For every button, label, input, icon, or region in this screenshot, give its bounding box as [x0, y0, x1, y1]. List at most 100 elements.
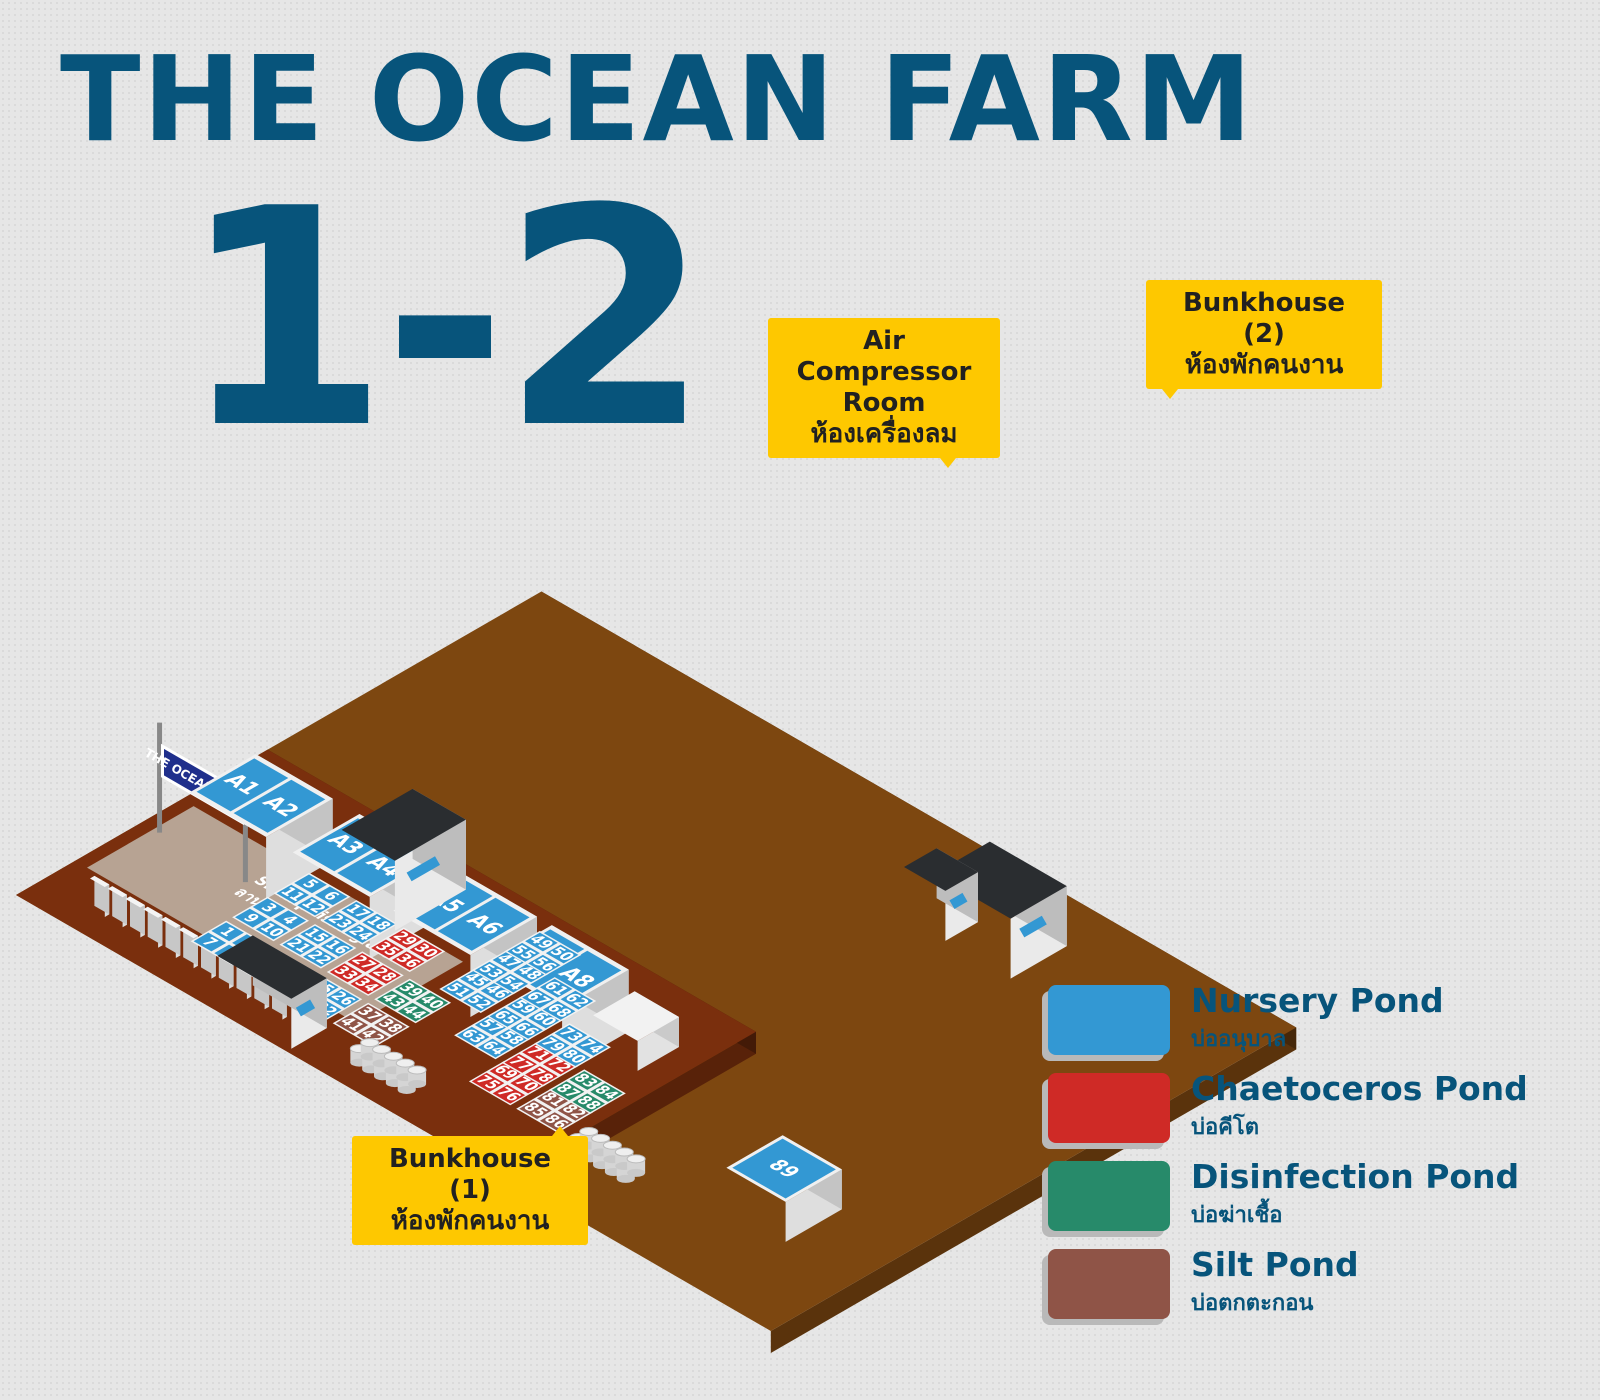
cylinder-tank-top	[602, 1140, 622, 1150]
pond-group-rim	[516, 1088, 594, 1133]
pond-1	[211, 922, 244, 942]
pond-group-rim	[534, 1023, 611, 1068]
pond-58	[495, 1028, 529, 1048]
pond-group-rim	[320, 900, 398, 945]
pond-18	[362, 913, 395, 933]
pond-68	[542, 1001, 576, 1020]
legend-label-thai: บ่อฆ่าเชื้อ	[1191, 1203, 1283, 1228]
pond-group-rim	[471, 949, 549, 995]
pond-group-rim	[273, 872, 351, 918]
pond-59	[507, 997, 540, 1017]
pond-17	[341, 901, 375, 921]
bunkhouse-1-window	[406, 856, 441, 882]
callout-line: Air Compressor	[796, 326, 972, 387]
pond-42	[356, 1026, 389, 1046]
pond-16	[320, 937, 354, 957]
pond-56	[528, 954, 561, 974]
pond-group-rim	[548, 1069, 626, 1114]
pond-81	[537, 1089, 570, 1109]
pond-group-rim	[439, 968, 517, 1013]
pond-22	[303, 948, 336, 967]
farm-number-title: 1-2	[180, 145, 710, 494]
map-title: THE OCEAN FARM	[60, 30, 1255, 168]
pond-43	[377, 990, 410, 1010]
pond-group-rim	[486, 995, 564, 1041]
farm-ground	[16, 591, 1297, 1353]
fence-panel-top	[143, 906, 163, 918]
pond-82	[557, 1101, 591, 1121]
pond-4	[273, 910, 307, 930]
fence-panel-top	[107, 886, 127, 898]
bunkhouse-1-top	[341, 788, 466, 861]
pond-61	[539, 978, 573, 998]
pond-3	[252, 898, 286, 918]
pond-30	[409, 941, 443, 960]
bunkhouse-2-annex-top	[904, 848, 978, 891]
tank-block-top	[189, 754, 333, 837]
legend-label-thai: บ่อตกตะกอน	[1191, 1291, 1314, 1316]
pond-group-rim	[326, 951, 404, 996]
pond-53	[474, 961, 508, 981]
tank-water	[196, 758, 289, 812]
pond-group-rim	[468, 1060, 546, 1106]
farm-objects: Shrimp fishing areaลานจับกุ้งTHE OCEAN F…	[87, 722, 1067, 1242]
pond-28	[368, 965, 401, 984]
pond-66	[510, 1019, 543, 1039]
pond-48	[513, 963, 546, 983]
pond-72	[542, 1055, 576, 1075]
pond-55	[507, 942, 540, 962]
legend-label-thai: บ่อคีโต	[1191, 1115, 1259, 1140]
nursery-swatch	[1048, 985, 1170, 1055]
pond-88	[572, 1093, 605, 1113]
pond-5	[294, 874, 327, 894]
pond-52	[463, 992, 496, 1012]
pond-75	[471, 1072, 505, 1092]
pond-6	[315, 886, 348, 906]
pond-38	[374, 1016, 407, 1036]
legend-label-thai: บ่ออนุบาล	[1191, 1027, 1287, 1052]
pond-33	[329, 963, 363, 983]
pond-12	[297, 896, 330, 916]
pond-26	[326, 989, 360, 1008]
pond-63	[457, 1026, 490, 1046]
cylinder-tank-top	[360, 1038, 380, 1048]
legend-label: Chaetoceros Pond	[1191, 1069, 1528, 1108]
pond-71	[522, 1043, 555, 1063]
pond-77	[504, 1054, 537, 1073]
legend-label: Nursery Pond	[1191, 981, 1444, 1020]
pond-49	[525, 932, 558, 952]
cylinder-tank-top	[579, 1127, 599, 1137]
bunkhouse-1-callout: Bunkhouse (1) ห้องพักคนงาน	[352, 1126, 588, 1245]
pond-46	[480, 982, 514, 1001]
pond-54	[495, 973, 529, 993]
pond-37	[353, 1004, 386, 1024]
farm-2-ground-top	[16, 591, 1297, 1331]
pond-group-rim	[332, 1002, 410, 1048]
pond-67	[522, 989, 555, 1008]
disinfection-swatch	[1048, 1161, 1170, 1231]
tank-89-water	[732, 1138, 836, 1199]
pond-69	[489, 1062, 523, 1082]
tank-water	[400, 876, 493, 930]
pond-79	[537, 1035, 570, 1054]
pond-9	[235, 908, 268, 928]
pond-44	[397, 1002, 431, 1022]
pond-24	[344, 924, 378, 943]
pond-65	[489, 1007, 523, 1027]
pond-29	[389, 929, 422, 948]
pond-74	[575, 1036, 608, 1056]
pond-7	[193, 932, 227, 952]
silt-swatch	[1048, 1249, 1170, 1319]
pond-39	[394, 980, 428, 1000]
pond-15	[300, 925, 333, 945]
air-compressor-room-callout: Air Compressor Room ห้องเครื่องลม	[768, 318, 1000, 468]
pond-51	[442, 980, 475, 1000]
callout-pointer	[1162, 389, 1178, 399]
pond-group-rim	[501, 1042, 579, 1087]
fence-panel-top	[161, 916, 181, 928]
cylinder-tank-top	[614, 1147, 634, 1157]
pond-10	[255, 920, 289, 940]
pond-70	[510, 1074, 543, 1094]
pond-57	[474, 1016, 508, 1036]
